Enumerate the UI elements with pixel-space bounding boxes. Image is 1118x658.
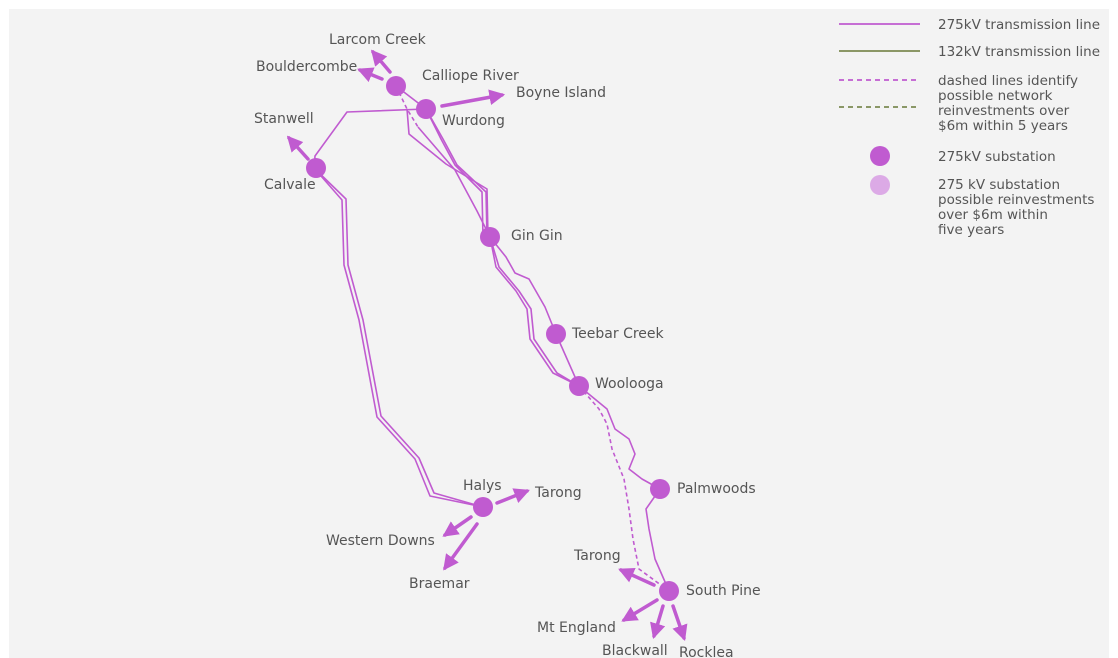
label-braemar: Braemar (409, 576, 470, 592)
arrow-western-downs (442, 515, 473, 537)
legend: 275kV transmission line 132kV transmissi… (839, 17, 1100, 238)
line-wurdong-gingin-b (425, 108, 484, 238)
arrow-stanwell (286, 135, 310, 161)
line-calvale-halys-a (313, 167, 484, 508)
outgoing-arrows (286, 49, 688, 641)
substation-calvale[interactable] (306, 158, 326, 178)
line-palmwoods-southpine (645, 488, 670, 592)
label-tarong-southpine: Tarong (573, 548, 621, 564)
substation-labels: Calliope River Wurdong Calvale Gin Gin T… (264, 68, 761, 599)
line-wurdong-gingin-a (425, 108, 488, 238)
label-tarong-halys: Tarong (534, 485, 582, 501)
arrow-bouldercombe (357, 67, 384, 83)
destination-labels: Larcom Creek Bouldercombe Boyne Island S… (254, 32, 734, 658)
line-gingin-teebar (489, 236, 557, 335)
label-blackwall: Blackwall (602, 643, 668, 658)
substation-calliope-river[interactable] (386, 76, 406, 96)
legend-132kv-line-label: 132kV transmission line (938, 44, 1100, 60)
arrow-boyne-island (440, 89, 506, 108)
substation-south-pine[interactable] (659, 581, 679, 601)
arrow-blackwall (650, 604, 666, 640)
label-palmwoods: Palmwoods (677, 481, 756, 497)
arrow-rocklea (671, 604, 688, 641)
network-diagram: Calliope River Wurdong Calvale Gin Gin T… (254, 17, 1100, 658)
legend-275kv-substation-label: 275kV substation (938, 149, 1056, 165)
legend-dashed-label: dashed lines identify possible network r… (938, 73, 1082, 134)
label-rocklea: Rocklea (679, 645, 734, 658)
substation-gin-gin[interactable] (480, 227, 500, 247)
label-western-downs: Western Downs (326, 533, 435, 549)
arrow-larcom-creek (370, 49, 392, 74)
label-bouldercombe: Bouldercombe (256, 59, 357, 75)
substation-teebar-creek[interactable] (546, 324, 566, 344)
legend-reinvest-substation-label: 275 kV substation possible reinvestments… (938, 177, 1099, 238)
label-calliope-river: Calliope River (422, 68, 519, 84)
arrow-braemar (443, 522, 479, 571)
line-calvale-halys-b (313, 167, 484, 508)
label-halys: Halys (463, 478, 502, 494)
label-larcom-creek: Larcom Creek (329, 32, 427, 48)
label-mt-england: Mt England (537, 620, 616, 636)
label-stanwell: Stanwell (254, 111, 314, 127)
line-wurdong-calvale (313, 108, 427, 169)
line-woolooga-palmwoods (578, 385, 661, 490)
line-calliope-gingin-b (406, 108, 489, 238)
line-woolooga-southpine-dashed (578, 385, 670, 592)
line-gingin-woolooga-a (489, 236, 580, 387)
legend-swatch-reinvest-substation (870, 175, 890, 195)
arrow-tarong-southpine (618, 568, 656, 587)
label-boyne-island: Boyne Island (516, 85, 606, 101)
substations (306, 76, 679, 601)
label-calvale: Calvale (264, 177, 316, 193)
substation-palmwoods[interactable] (650, 479, 670, 499)
arrow-mt-england (621, 598, 659, 622)
substation-woolooga[interactable] (569, 376, 589, 396)
legend-swatch-275kv-substation (870, 146, 890, 166)
network-map: Calliope River Wurdong Calvale Gin Gin T… (9, 9, 1109, 658)
substation-halys[interactable] (473, 497, 493, 517)
transmission-lines (313, 85, 670, 592)
substation-wurdong[interactable] (416, 99, 436, 119)
label-gin-gin: Gin Gin (511, 228, 563, 244)
line-gingin-woolooga-b (489, 236, 580, 387)
label-wurdong: Wurdong (442, 113, 505, 129)
arrow-tarong-halys (495, 488, 530, 505)
legend-275kv-line-label: 275kV transmission line (938, 17, 1100, 33)
line-calliope-gingin-a (417, 126, 491, 238)
label-teebar-creek: Teebar Creek (571, 326, 665, 342)
label-woolooga: Woolooga (595, 376, 664, 392)
label-south-pine: South Pine (686, 583, 761, 599)
